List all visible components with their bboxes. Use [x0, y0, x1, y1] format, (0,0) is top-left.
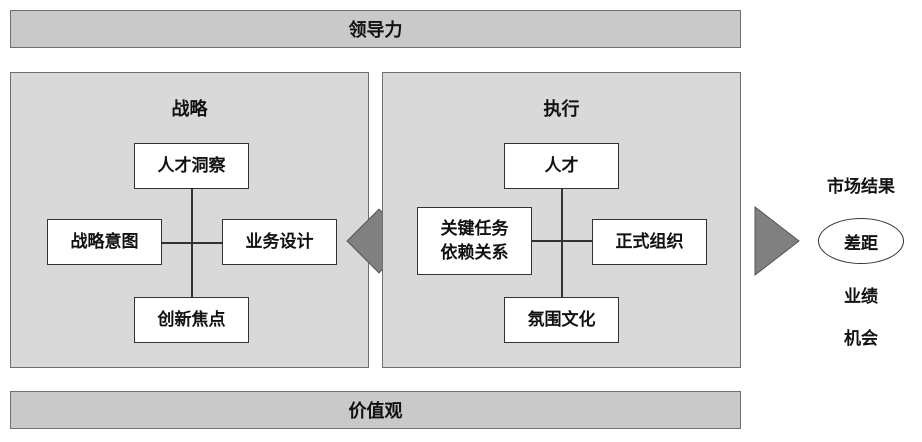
execution-panel: 执行 人才 关键任务 依赖关系 正式组织 氛围文化: [382, 72, 741, 368]
execution-horizontal-connector: [531, 240, 593, 242]
innovation-focus-box: 创新焦点: [134, 297, 249, 343]
execution-vertical-connector: [561, 188, 563, 298]
leadership-band: 领导力: [10, 10, 741, 48]
innovation-focus-label: 创新焦点: [157, 310, 226, 330]
strategic-intent-label: 战略意图: [70, 232, 139, 252]
gap-label: 差距: [844, 233, 878, 254]
strategic-intent-box: 战略意图: [47, 219, 162, 265]
formal-organization-box: 正式组织: [592, 219, 707, 265]
business-design-label: 业务设计: [245, 232, 314, 252]
performance-label: 业绩: [844, 287, 878, 307]
opportunity-label: 机会: [844, 329, 878, 349]
formal-organization-label: 正式组织: [615, 232, 684, 252]
talent-insight-label: 人才洞察: [157, 156, 226, 176]
outcome-arrow-shape: [754, 206, 800, 276]
strategy-panel: 战略 人才洞察 战略意图 业务设计 创新焦点: [10, 72, 369, 368]
market-results-heading: 市场结果: [827, 177, 895, 197]
talent-insight-box: 人才洞察: [134, 143, 249, 189]
critical-tasks-box: 关键任务 依赖关系: [417, 207, 532, 275]
execution-title: 执行: [543, 99, 580, 120]
leadership-label: 领导力: [348, 20, 403, 41]
critical-tasks-label: 关键任务: [440, 219, 509, 239]
outcome-arrow: [754, 206, 800, 276]
talent-box: 人才: [504, 143, 619, 189]
culture-climate-label: 氛围文化: [527, 310, 596, 330]
business-design-box: 业务设计: [222, 219, 337, 265]
talent-label: 人才: [544, 156, 579, 176]
dependencies-label: 依赖关系: [440, 243, 509, 263]
strategy-title: 战略: [171, 99, 208, 120]
culture-climate-box: 氛围文化: [504, 297, 619, 343]
values-band: 价值观: [10, 391, 741, 429]
strategy-horizontal-connector: [161, 242, 223, 244]
values-label: 价值观: [348, 401, 403, 422]
gap-ellipse: 差距: [818, 218, 904, 264]
